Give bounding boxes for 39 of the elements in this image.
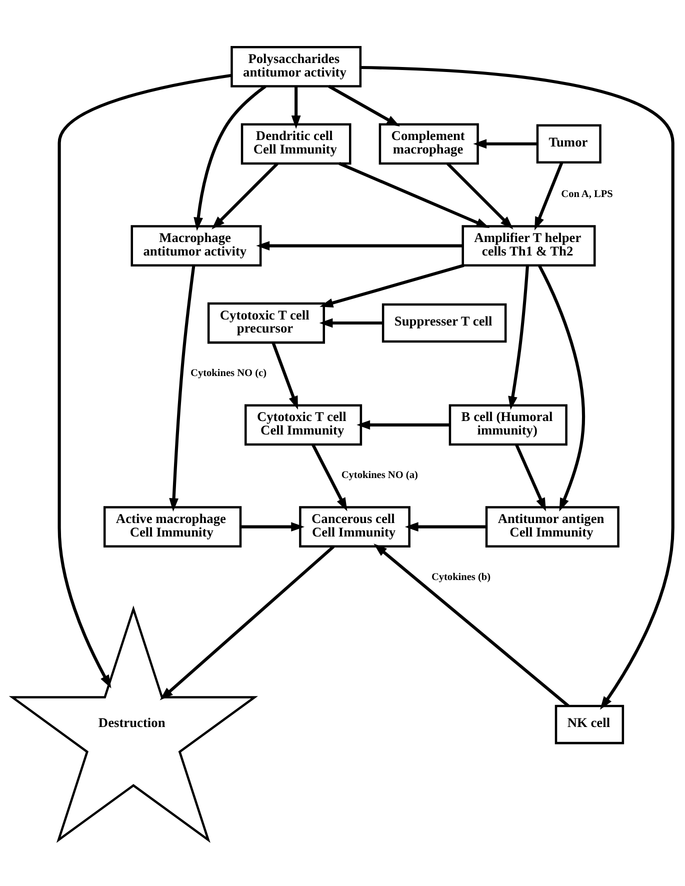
arrow bbox=[256, 240, 463, 250]
arrow bbox=[160, 544, 335, 700]
arrow bbox=[169, 264, 196, 512]
node-box: Amplifier T helper cells Th1 & Th2 bbox=[462, 224, 596, 266]
arrow bbox=[473, 138, 538, 148]
node-box: Suppresser T cell bbox=[382, 302, 507, 342]
edge-label: Con A, LPS bbox=[561, 188, 613, 200]
node-box: Complement macrophage bbox=[378, 122, 479, 164]
edge-label: Cytokines NO (a) bbox=[341, 469, 418, 480]
node-box: Polysaccharides antitumor activity bbox=[230, 45, 362, 87]
arrow bbox=[356, 420, 450, 430]
arrow bbox=[240, 522, 305, 532]
node-box: Dendritic cell Cell Immunity bbox=[240, 122, 352, 164]
node-box: Macrophage antitumor activity bbox=[130, 224, 262, 266]
edge-label: Cytokines NO (c) bbox=[190, 368, 267, 379]
node-box: NK cell bbox=[554, 704, 624, 744]
edge-label: Cytokines (b) bbox=[431, 571, 491, 582]
node-box: Tumor bbox=[536, 124, 602, 164]
node-box: Cytotoxic T cell precursor bbox=[207, 302, 325, 344]
arrow bbox=[212, 162, 278, 229]
node-box: Cancerous cell Cell Immunity bbox=[299, 506, 410, 548]
arrow bbox=[360, 65, 674, 710]
arrow bbox=[291, 86, 301, 128]
node-box: Cytotoxic T cell Cell Immunity bbox=[244, 404, 362, 446]
arrow bbox=[534, 162, 564, 230]
arrow bbox=[312, 444, 348, 511]
arrow bbox=[272, 342, 298, 410]
arrow bbox=[194, 84, 266, 230]
arrow bbox=[515, 444, 546, 511]
node-box: Active macrophage Cell Immunity bbox=[103, 506, 242, 548]
node-box: B cell (Humoral immunity) bbox=[448, 404, 568, 446]
arrow bbox=[319, 318, 383, 328]
arrow bbox=[404, 522, 486, 532]
arrow bbox=[374, 543, 570, 707]
arrow bbox=[320, 263, 464, 308]
arrow bbox=[538, 264, 585, 512]
arrow bbox=[58, 73, 232, 688]
node-box: Antitumor antigen Cell Immunity bbox=[485, 506, 620, 548]
arrow bbox=[508, 264, 530, 410]
